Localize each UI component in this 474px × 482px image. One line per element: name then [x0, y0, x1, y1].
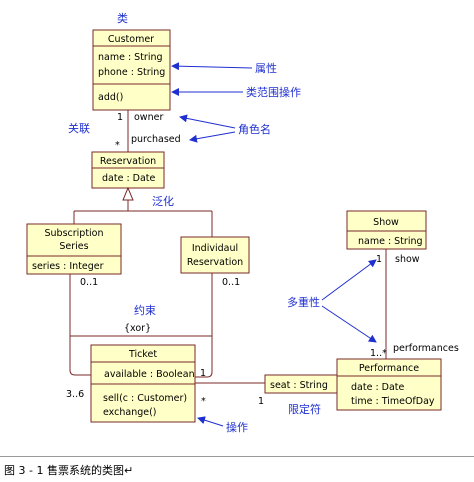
arrow: [321, 259, 377, 301]
multiplicity-label: 1..*: [370, 348, 387, 359]
arrow: [179, 114, 236, 129]
multiplicity-label: 1: [258, 396, 264, 407]
attribute: name : String: [98, 52, 163, 63]
operation: sell(c : Customer): [103, 393, 187, 404]
annotation-operation: 操作: [226, 420, 248, 434]
association-individual-ticket: [195, 273, 213, 378]
annotation-multiplicity: 多重性: [287, 295, 320, 309]
class-performance[interactable]: Performance date : Date time : TimeOfDay: [336, 358, 442, 411]
generalization: [73, 186, 213, 237]
class-name-line: Series: [59, 241, 88, 252]
class-individual-reservation[interactable]: Individaul Reservation: [180, 236, 250, 274]
class-subscription-series[interactable]: Subscription Series series : Integer: [26, 223, 122, 275]
class-reservation[interactable]: Reservation date : Date: [91, 151, 165, 189]
figure-caption: 图 3 - 1 售票系统的类图↵: [4, 464, 134, 477]
multiplicity-label: *: [201, 396, 206, 407]
class-name-line: Individaul: [192, 243, 238, 254]
class-name: Ticket: [128, 349, 157, 360]
attribute: date : Date: [102, 173, 156, 184]
class-name: Customer: [108, 34, 154, 45]
qualifier-box: seat : String: [264, 374, 338, 394]
multiplicity-label: 1: [376, 254, 382, 265]
class-diagram: Customer name : String phone : String ad…: [26, 11, 459, 434]
arrow: [197, 416, 224, 427]
class-customer[interactable]: Customer name : String phone : String ad…: [92, 29, 171, 111]
multiplicity-label: 0..1: [222, 277, 240, 288]
annotation-generalization: 泛化: [152, 194, 174, 208]
attribute: series : Integer: [32, 261, 104, 272]
role-purchased: purchased: [131, 134, 181, 145]
arrow: [321, 305, 377, 343]
class-show[interactable]: Show name : String: [346, 210, 427, 250]
annotation-attribute: 属性: [255, 61, 277, 75]
attribute: date : Date: [351, 382, 405, 393]
role-owner: owner: [134, 112, 163, 123]
annotation-role-name: 角色名: [238, 122, 271, 136]
annotation-qualifier: 限定符: [288, 402, 321, 416]
class-name-line: Reservation: [187, 257, 243, 268]
arrow: [171, 62, 253, 71]
class-ticket[interactable]: Ticket available : Boolean sell(c : Cust…: [90, 344, 196, 423]
annotation-association: 关联: [68, 121, 90, 135]
class-name: Performance: [359, 363, 419, 374]
association-subscription-ticket: [69, 274, 91, 376]
multiplicity-label: 1: [117, 112, 123, 123]
operation: exchange(): [103, 407, 157, 418]
attribute: phone : String: [98, 67, 165, 78]
class-name: Show: [373, 217, 399, 228]
class-name-line: Subscription: [44, 228, 103, 239]
multiplicity-label: 0..1: [80, 277, 98, 288]
caption-bar: [0, 456, 474, 482]
attribute: available : Boolean: [104, 369, 195, 380]
role-show: show: [395, 254, 420, 265]
annotation-class: 类: [117, 11, 128, 25]
annotation-constraint: 约束: [134, 304, 156, 317]
attribute: name : String: [358, 236, 423, 247]
multiplicity-label: 3..6: [66, 389, 84, 400]
attribute: time : TimeOfDay: [351, 396, 435, 407]
class-name: Reservation: [100, 156, 156, 167]
operation: add(): [98, 92, 123, 103]
annotation-operation-scope: 类范围操作: [246, 85, 301, 99]
role-performances: performances: [393, 343, 459, 354]
multiplicity-label: 1: [200, 368, 206, 379]
xor-label: {xor}: [124, 323, 151, 334]
qualifier-label: seat : String: [270, 380, 328, 391]
multiplicity-label: *: [115, 140, 120, 151]
arrow: [189, 131, 236, 143]
